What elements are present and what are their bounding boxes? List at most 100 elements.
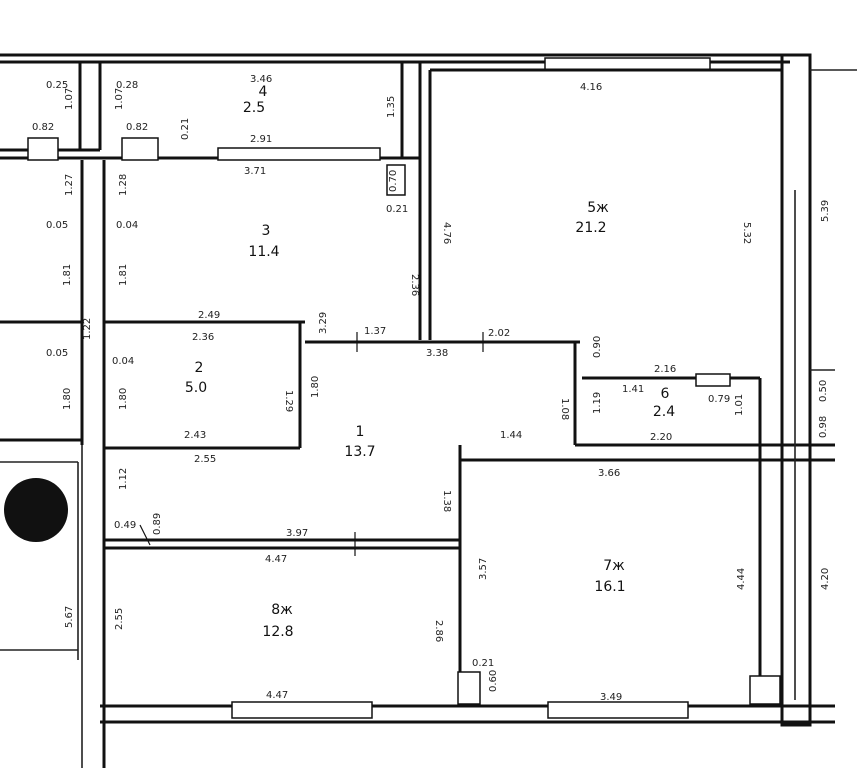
dim-4-47a: 4.47 bbox=[265, 554, 287, 565]
room-7-number: 7ж bbox=[603, 558, 625, 574]
dim-0-90: 0.90 bbox=[592, 336, 603, 358]
dim-3-97: 3.97 bbox=[286, 528, 308, 539]
dim-2-55: 2.55 bbox=[194, 454, 216, 465]
dim-1-35: 1.35 bbox=[386, 96, 397, 118]
dim-3-29: 3.29 bbox=[318, 312, 329, 334]
room-4-number: 4 bbox=[259, 84, 268, 100]
duct-2 bbox=[121, 137, 159, 161]
dim-0-28: 0.28 bbox=[116, 80, 138, 91]
room-5-area: 21.2 bbox=[575, 220, 606, 236]
dim-0-82a: 0.82 bbox=[32, 122, 54, 133]
dim-2-02: 2.02 bbox=[488, 328, 510, 339]
window-top-strip bbox=[217, 147, 381, 161]
dim-5-67: 5.67 bbox=[64, 606, 75, 628]
dim-0-05a: 0.05 bbox=[46, 220, 68, 231]
dim-0-25: 0.25 bbox=[46, 80, 68, 91]
room-2-number: 2 bbox=[195, 360, 204, 376]
room-7-area: 16.1 bbox=[594, 579, 625, 595]
dim-0-98: 0.98 bbox=[818, 416, 829, 438]
dim-4-16: 4.16 bbox=[580, 82, 602, 93]
stain-mark bbox=[4, 478, 68, 542]
room-3-area: 11.4 bbox=[248, 244, 279, 260]
dim-1-12: 1.12 bbox=[118, 468, 129, 490]
dim-1-27: 1.27 bbox=[64, 174, 75, 196]
dim-1-80b: 1.80 bbox=[118, 388, 129, 410]
dim-1-28: 1.28 bbox=[118, 174, 129, 196]
room-2-area: 5.0 bbox=[185, 380, 207, 396]
dim-2-91: 2.91 bbox=[250, 134, 272, 145]
dim-2-36b: 2.36 bbox=[192, 332, 214, 343]
dim-0-89: 0.89 bbox=[152, 513, 163, 535]
window-room8 bbox=[231, 701, 373, 719]
dim-4-44: 4.44 bbox=[736, 568, 747, 590]
dim-1-19: 1.19 bbox=[592, 392, 603, 414]
dim-1-37: 1.37 bbox=[364, 326, 386, 337]
dim-4-20: 4.20 bbox=[820, 568, 831, 590]
dim-4-76: 4.76 bbox=[441, 222, 452, 244]
duct-room6 bbox=[695, 373, 731, 387]
dim-0-04a: 0.04 bbox=[116, 220, 138, 231]
dim-3-71: 3.71 bbox=[244, 166, 266, 177]
room-labels: 4 2.5 3 11.4 5ж 21.2 2 5.0 1 13.7 6 2.4 … bbox=[185, 84, 675, 640]
room-3-number: 3 bbox=[262, 223, 271, 239]
dim-2-20: 2.20 bbox=[650, 432, 672, 443]
window-room7 bbox=[547, 701, 689, 719]
room-4-area: 2.5 bbox=[243, 100, 265, 116]
dim-3-57: 3.57 bbox=[478, 558, 489, 580]
dim-3-38: 3.38 bbox=[426, 348, 448, 359]
dim-0-82b: 0.82 bbox=[126, 122, 148, 133]
dim-3-49: 3.49 bbox=[600, 692, 622, 703]
room-8-area: 12.8 bbox=[262, 624, 293, 640]
dim-5-39: 5.39 bbox=[820, 200, 831, 222]
room-6-walls bbox=[457, 342, 835, 706]
dim-1-08: 1.08 bbox=[559, 398, 570, 420]
room-6-area: 2.4 bbox=[653, 404, 675, 420]
room-1-area: 13.7 bbox=[344, 444, 375, 460]
tick-4 bbox=[139, 524, 151, 546]
dim-3-46: 3.46 bbox=[250, 74, 272, 85]
window-room5 bbox=[544, 57, 711, 71]
dim-5-32: 5.32 bbox=[741, 222, 752, 244]
dim-0-60: 0.60 bbox=[488, 670, 499, 692]
dim-2-16: 2.16 bbox=[654, 364, 676, 375]
dim-2-86: 2.86 bbox=[433, 620, 444, 642]
outer-walls bbox=[0, 53, 857, 768]
top-strip bbox=[0, 57, 711, 161]
dim-1-80: 1.80 bbox=[62, 388, 73, 410]
dim-1-07a: 1.07 bbox=[64, 88, 75, 110]
duct-bottom-right bbox=[749, 675, 781, 705]
duct-1 bbox=[27, 137, 59, 161]
dim-2-36: 2.36 bbox=[409, 274, 420, 296]
dim-0-21a: 0.21 bbox=[180, 118, 191, 140]
room-1-number: 1 bbox=[356, 424, 365, 440]
dim-1-80c: 1.80 bbox=[310, 376, 321, 398]
dim-1-38: 1.38 bbox=[441, 490, 452, 512]
dim-0-79: 0.79 bbox=[708, 394, 730, 405]
dimension-labels: 0.25 0.28 3.46 4.16 1.07 1.07 1.35 0.82 … bbox=[32, 74, 831, 703]
room-2-walls bbox=[0, 320, 580, 450]
dim-2-49: 2.49 bbox=[198, 310, 220, 321]
dim-1-22: 1.22 bbox=[82, 318, 93, 340]
room-8-walls bbox=[0, 461, 689, 719]
dim-1-81b: 1.81 bbox=[118, 264, 129, 286]
dim-0-50: 0.50 bbox=[818, 380, 829, 402]
dim-1-41: 1.41 bbox=[622, 384, 644, 395]
duct-3 bbox=[386, 164, 406, 196]
dim-2-43: 2.43 bbox=[184, 430, 206, 441]
dim-0-05b: 0.05 bbox=[46, 348, 68, 359]
duct-room7 bbox=[457, 671, 481, 705]
dim-1-07b: 1.07 bbox=[114, 88, 125, 110]
room-8-number: 8ж bbox=[271, 602, 293, 618]
wall-right bbox=[780, 53, 812, 727]
room-5-number: 5ж bbox=[587, 200, 609, 216]
dim-1-81a: 1.81 bbox=[62, 264, 73, 286]
dim-0-21c: 0.21 bbox=[472, 658, 494, 669]
dim-2-55v: 2.55 bbox=[114, 608, 125, 630]
dim-1-44: 1.44 bbox=[500, 430, 522, 441]
dim-4-47b: 4.47 bbox=[266, 690, 288, 701]
dim-0-70: 0.70 bbox=[388, 170, 399, 192]
room-3-walls bbox=[386, 62, 782, 340]
dim-3-66: 3.66 bbox=[598, 468, 620, 479]
dim-0-21b: 0.21 bbox=[386, 204, 408, 215]
